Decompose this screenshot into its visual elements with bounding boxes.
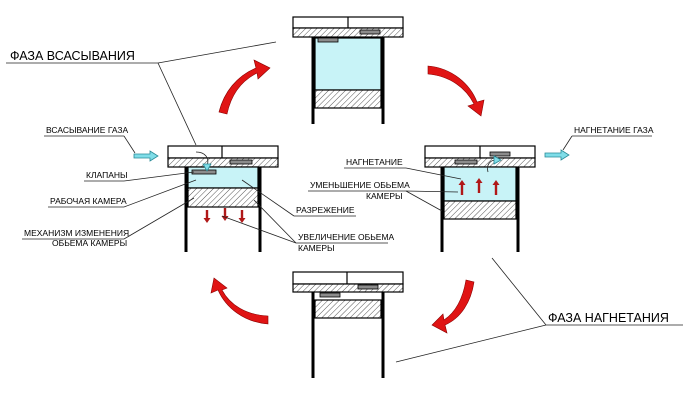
volume-increase-arrows — [203, 208, 246, 223]
leader-lines — [6, 41, 683, 363]
cylinder-top-valve-plate — [292, 27, 404, 38]
mechanism-label-line2: ОБЬЕМА КАМЕРЫ — [52, 238, 127, 248]
gas-intake-arrow-icon — [133, 150, 159, 162]
cylinder-bottom-piston — [314, 299, 382, 319]
cycle-arrow-bottom-right — [431, 279, 475, 334]
gas-discharge-arrow-icon — [544, 149, 570, 161]
cycle-arrow-top-right — [427, 65, 485, 117]
gas-discharge-label: НАГНЕТАНИЕ ГАЗА — [574, 125, 654, 135]
cylinder-bottom — [292, 271, 404, 378]
volume-decrease-label-line1: УМЕНЬШЕНИЕ ОБЬЕМА — [310, 180, 410, 190]
volume-increase-label-line2: КАМЕРЫ — [298, 243, 335, 253]
volume-increase-label-line1: УВЕЛИЧЕНИЕ ОБЬЕМА — [298, 232, 395, 242]
cylinder-left-flow-head — [202, 163, 212, 172]
volume-decrease-label-line2: КАМЕРЫ — [366, 191, 403, 201]
cylinder-right-valve-plate — [424, 157, 536, 168]
cylinder-left-piston — [187, 187, 259, 208]
mechanism-label-line1: МЕХАНИЗМ ИЗМЕНЕНИЯ — [24, 228, 129, 238]
volume-decrease-arrows — [458, 178, 500, 195]
cylinder-right-valve-exhaust — [489, 151, 511, 157]
cylinder-top — [292, 16, 404, 124]
cylinder-bottom-valve-plate — [292, 283, 404, 293]
cylinder-top-valve-right — [359, 29, 381, 35]
cylinder-bottom-valve-left — [319, 292, 341, 298]
cylinder-bottom-valve-right — [357, 284, 379, 290]
discharge-label: НАГНЕТАНИЕ — [346, 157, 403, 167]
cylinder-left — [167, 145, 279, 252]
cylinder-right-valve-intake — [454, 159, 478, 165]
cylinder-left-head — [167, 145, 279, 159]
cylinder-left-valve-intake — [191, 169, 217, 175]
phase-suction-label: ФАЗА ВСАСЫВАНИЯ — [10, 49, 135, 63]
working-chamber-label: РАБОЧАЯ КАМЕРА — [50, 196, 127, 206]
rarefaction-label: РАЗРЕЖЕНИЕ — [296, 205, 355, 215]
cylinder-top-valve-left — [317, 37, 339, 43]
cylinder-top-piston — [314, 89, 382, 109]
cylinder-right-flow-head — [493, 155, 502, 165]
cylinder-right — [424, 145, 536, 252]
gas-intake-label: ВСАСЫВАНИЕ ГАЗА — [46, 125, 129, 135]
cylinder-left-valve-plate — [167, 157, 279, 168]
valves-label: КЛАПАНЫ — [86, 170, 128, 180]
cylinder-bottom-head — [292, 271, 404, 285]
cycle-arrow-top-left — [218, 59, 271, 115]
cylinder-left-valve-exhaust — [229, 159, 253, 165]
phase-discharge-label: ФАЗА НАГНЕТАНИЯ — [548, 311, 669, 325]
cycle-arrow-bottom-left — [210, 277, 269, 325]
cylinder-right-piston — [443, 200, 517, 220]
cylinder-top-gas — [314, 37, 382, 91]
